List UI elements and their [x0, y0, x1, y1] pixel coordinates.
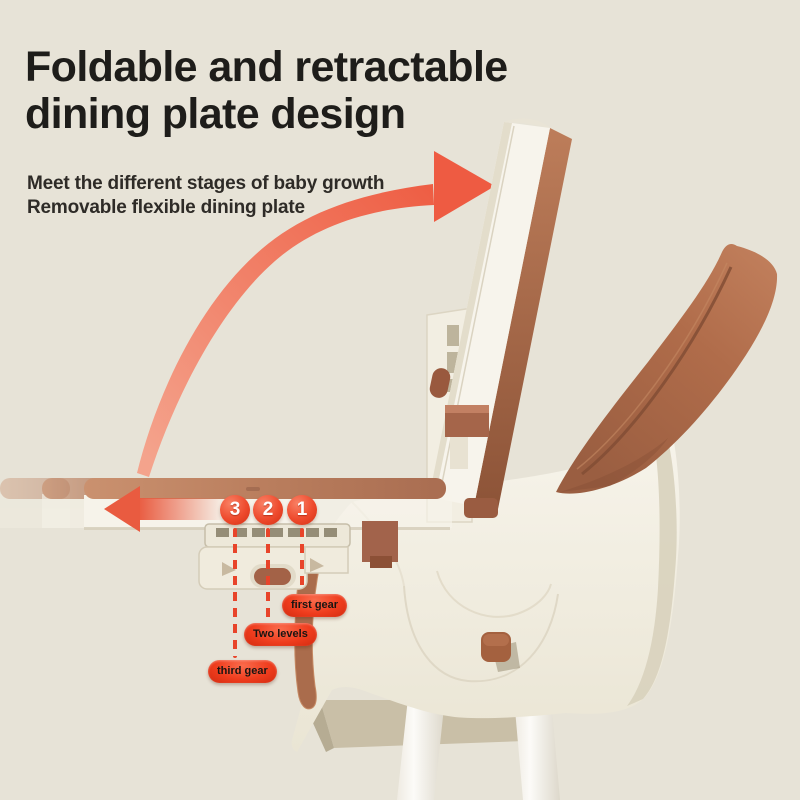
adjust-knob: [481, 632, 520, 672]
page-subtitle: Meet the different stages of baby growth…: [27, 172, 384, 220]
subtitle-line-1: Meet the different stages of baby growth: [27, 173, 385, 194]
gear-label-first: first gear: [282, 594, 348, 617]
gear-marker-2-dash: [266, 528, 270, 621]
title-line-2: dining plate design: [25, 89, 406, 138]
gear-marker-2: 2: [253, 495, 283, 525]
tray-rail: [198, 521, 398, 590]
backrest-cushion: [556, 244, 778, 494]
page-title: Foldable and retractable dining plate de…: [25, 44, 508, 138]
gear-label-third: third gear: [208, 660, 277, 683]
gear-marker-3-dash: [233, 528, 237, 658]
chair-legs: [397, 698, 560, 800]
gear-label-two: Two levels: [244, 623, 317, 646]
title-line-1: Foldable and retractable: [25, 43, 508, 91]
fold-arrow-icon: [137, 151, 495, 477]
gear-marker-1: 1: [287, 495, 317, 525]
bracket-hardware: [429, 368, 489, 469]
subtitle-line-2: Removable flexible dining plate: [27, 196, 305, 218]
gear-marker-3: 3: [220, 495, 250, 525]
gear-marker-1-dash: [300, 528, 304, 587]
retract-arrow-icon: [104, 486, 225, 532]
